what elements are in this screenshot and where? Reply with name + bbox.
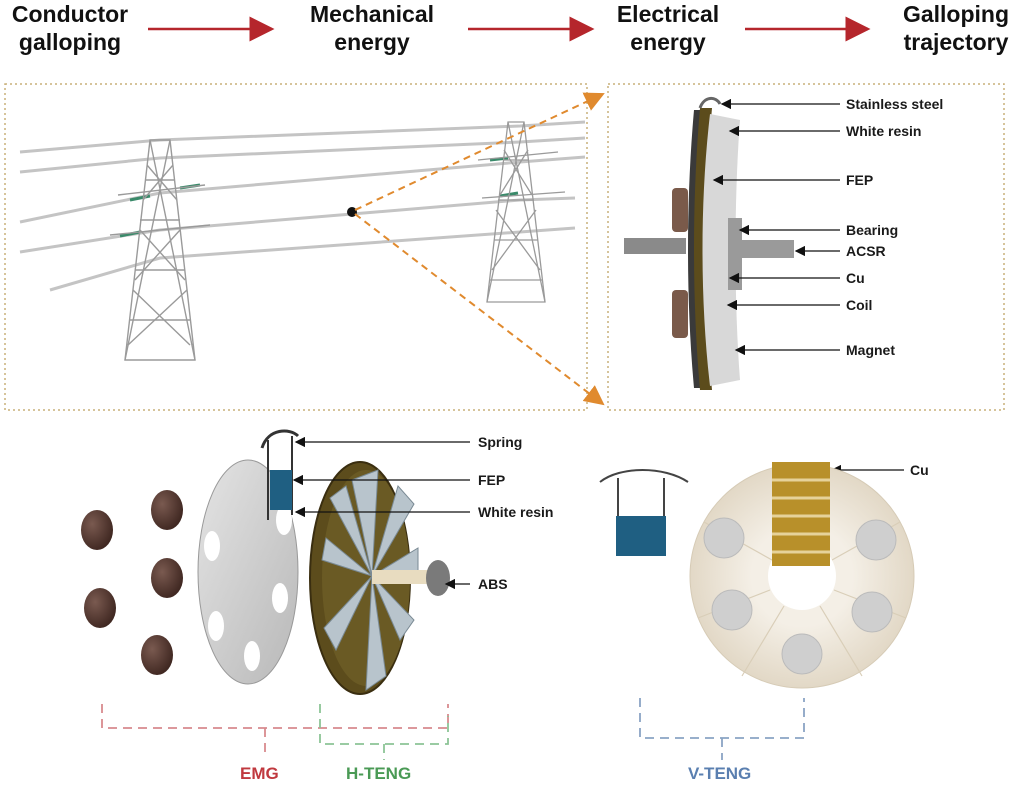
- label-white-resin: White resin: [846, 123, 922, 139]
- device-detail-frame: [607, 83, 1005, 411]
- flow-step-mechanical-energy: Mechanical energy: [310, 1, 434, 55]
- fep-slider-block: [616, 516, 666, 556]
- v-teng-slider: [599, 469, 689, 556]
- label-cu: Cu: [846, 270, 865, 286]
- magnet-slot: [781, 633, 823, 675]
- transmission-tower-right: [477, 121, 566, 303]
- disc-white-resin: [702, 114, 740, 386]
- emg-magnets: [81, 490, 183, 675]
- magnet-cylinder: [141, 635, 173, 675]
- fep-block: [270, 470, 292, 510]
- label-bearing: Bearing: [846, 222, 899, 238]
- group-label-emg: EMG: [240, 764, 279, 783]
- magnet-slot: [855, 519, 897, 561]
- callout-line-bottom: [354, 213, 605, 406]
- label-spring: Spring: [478, 434, 523, 450]
- flow-step-conductor-galloping: Conductor galloping: [11, 1, 129, 55]
- bearing-block: [728, 218, 742, 290]
- label-cu-bottom: Cu: [910, 462, 929, 478]
- magnet-cylinder: [151, 490, 183, 530]
- device-location-marker: [347, 207, 357, 217]
- group-label-v-teng: V-TENG: [688, 764, 752, 783]
- label-white-resin-bottom: White resin: [478, 504, 554, 520]
- group-label-h-teng: H-TENG: [346, 764, 412, 783]
- label-fep-bottom: FEP: [478, 472, 506, 488]
- transmission-tower-left: [109, 139, 211, 361]
- abs-shaft: [372, 570, 432, 584]
- stainless-steel-clip: [698, 97, 722, 109]
- label-stainless-steel: Stainless steel: [846, 96, 944, 112]
- emg-coil-disc: [197, 459, 299, 685]
- flow-step-electrical-energy: Electrical energy: [616, 1, 720, 55]
- magnet-cylinder: [84, 588, 116, 628]
- label-coil: Coil: [846, 297, 873, 313]
- cu-electrode: [772, 462, 830, 566]
- magnet-block-bottom: [672, 290, 688, 338]
- label-acsr: ACSR: [846, 243, 886, 259]
- label-magnet: Magnet: [846, 342, 895, 358]
- h-teng-bracket: [319, 704, 449, 760]
- acsr-conductor-right: [742, 240, 794, 258]
- label-fep: FEP: [846, 172, 874, 188]
- device-side-view: [624, 97, 794, 390]
- callout-line-top: [354, 92, 605, 211]
- magnet-slot: [711, 589, 753, 631]
- magnet-slot: [851, 591, 893, 633]
- flow-step-galloping-trajectory: Galloping trajectory: [902, 1, 1010, 55]
- magnet-cylinder: [81, 510, 113, 550]
- transmission-line-frame: [4, 83, 588, 411]
- conductor-lines: [19, 120, 586, 292]
- label-abs: ABS: [478, 576, 508, 592]
- spring-clip: [260, 429, 300, 520]
- magnet-block-top: [672, 188, 688, 232]
- v-teng-stator: [689, 462, 915, 689]
- acsr-conductor-left: [624, 238, 686, 254]
- v-teng-bracket: [639, 698, 805, 760]
- emg-bracket: [101, 704, 449, 752]
- magnet-cylinder: [151, 558, 183, 598]
- magnet-slot: [703, 517, 745, 559]
- h-teng-rotor: [309, 461, 450, 695]
